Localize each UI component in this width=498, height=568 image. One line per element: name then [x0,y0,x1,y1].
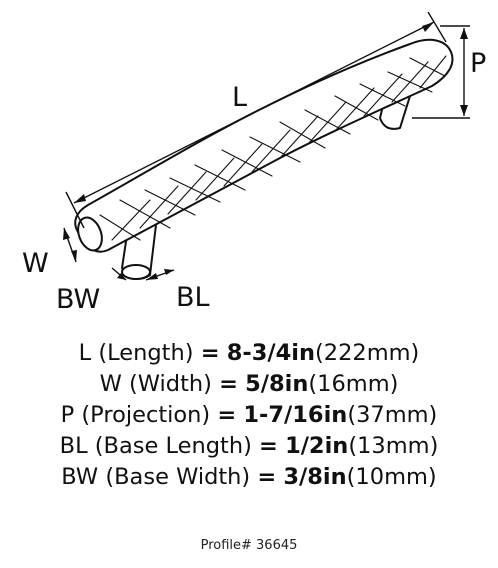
spec-row-base-width: BW (Base Width) = 3/8in(10mm) [0,462,498,493]
spec-value: 5/8in [245,371,309,397]
length-ext-right [427,11,447,43]
length-arrow-right [422,22,434,32]
spec-row-width: W (Width) = 5/8in(16mm) [0,369,498,400]
spec-row-length: L (Length) = 8-3/4in(222mm) [0,338,498,369]
length-ext-left [65,191,85,229]
spec-abbr: W [99,371,122,397]
spec-eq: = [259,433,278,459]
spec-abbr: P [60,402,75,428]
spec-name: (Base Width) [105,464,251,490]
spec-metric: (13mm) [348,433,439,459]
spec-metric: (10mm) [346,464,437,490]
length-arrow-left [74,194,86,203]
width-label: W [22,248,49,279]
spec-row-projection: P (Projection) = 1-7/16in(37mm) [0,400,498,431]
profile-number: Profile# 36645 [200,538,298,553]
spec-metric: (16mm) [308,371,399,397]
spec-name: (Length) [98,340,194,366]
spec-name: (Width) [129,371,212,397]
projection-label: P [470,48,486,79]
base-length-label: BL [176,282,210,313]
handle-bar [74,38,454,253]
length-dim-line [73,21,435,204]
spec-value: 1-7/16in [243,402,348,428]
spec-list: L (Length) = 8-3/4in(222mm) W (Width) = … [0,338,498,493]
length-label: L [232,82,247,113]
spec-eq: = [217,402,237,428]
width-arrow-bottom [71,250,77,262]
base-width-arrow [117,273,126,280]
spec-abbr: BW [61,464,99,490]
spec-metric: (37mm) [347,402,438,428]
spec-abbr: L [78,340,92,366]
spec-eq: = [200,340,220,366]
base-width-label: BW [56,284,100,315]
width-arrow-top [63,228,70,240]
facet-texture [99,55,447,241]
spec-name: (Base Length) [94,433,252,459]
handle-end-cap [77,216,103,252]
spec-eq: = [219,371,238,397]
spec-value: 8-3/4in [226,340,315,366]
spec-name: (Projection) [81,402,211,428]
dimension-lines [63,11,470,281]
projection-arrow-bottom [460,105,468,116]
spec-value: 3/8in [283,464,347,490]
base-length-arrow-left [146,273,158,280]
spec-row-base-length: BL (Base Length) = 1/2in(13mm) [0,431,498,462]
front-post-base [121,264,151,280]
projection-arrow-top [460,28,468,39]
spec-abbr: BL [59,433,88,459]
spec-eq: = [257,464,277,490]
handle-drawing: L P W BW BL [22,11,486,315]
spec-metric: (222mm) [314,340,420,366]
base-length-arrow-right [164,269,174,275]
handle-illustration [74,38,454,280]
spec-value: 1/2in [285,433,349,459]
